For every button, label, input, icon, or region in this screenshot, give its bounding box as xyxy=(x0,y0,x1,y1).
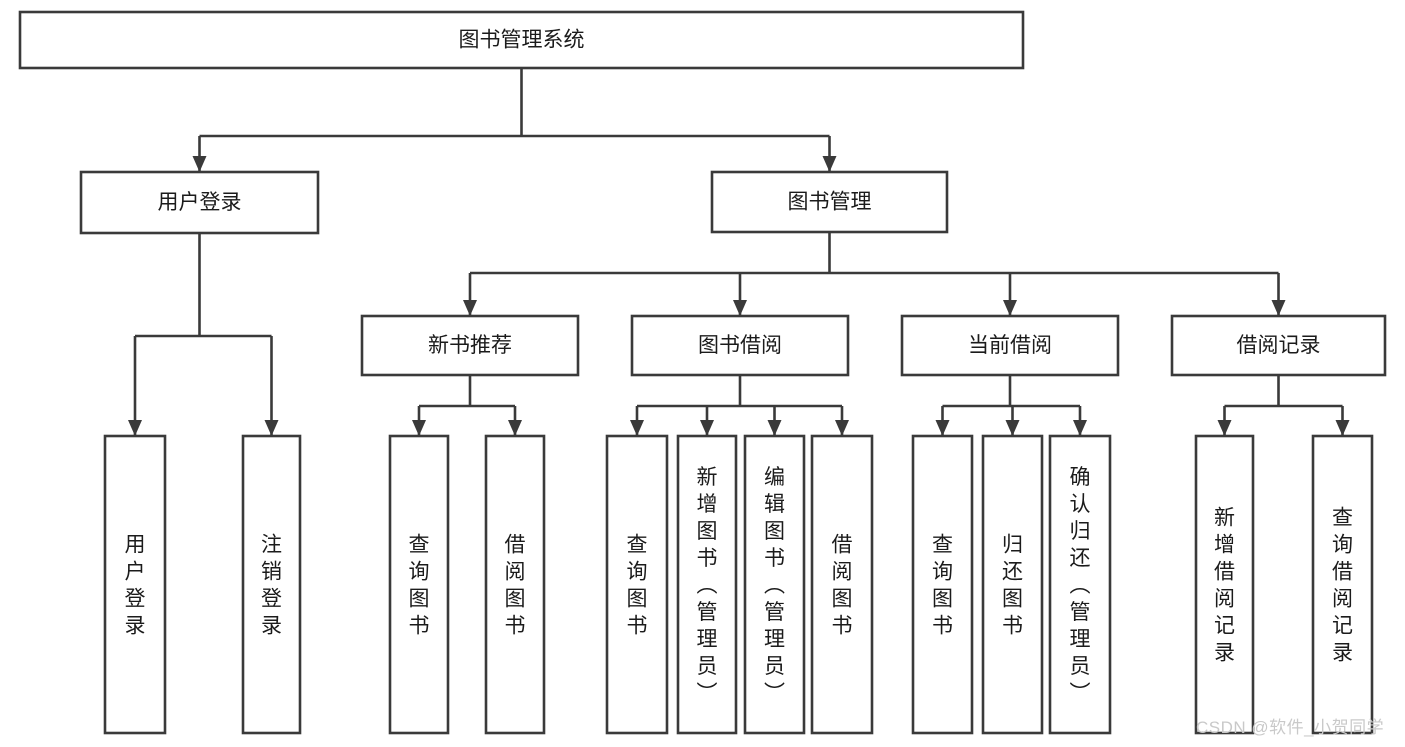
node-box xyxy=(710,170,949,234)
node-label: 确认归还︵管理员︶ xyxy=(1070,466,1091,705)
node-label: 查询借阅记录 xyxy=(1332,507,1353,665)
arrow-head-icon xyxy=(264,420,279,436)
arrow-head-icon xyxy=(630,420,644,436)
arrow-head-icon xyxy=(1003,300,1017,316)
node-box xyxy=(676,434,738,735)
arrow-head-icon xyxy=(412,420,426,436)
csdn-watermark: CSDN @软件_小贺同学 xyxy=(1196,718,1385,737)
leaf-node-leaf-edit-book-admin[interactable]: 编辑图书︵管理员︶ xyxy=(743,434,806,735)
leaf-node-leaf-borrow-book[interactable]: 借阅图书 xyxy=(810,434,874,735)
leaf-node-leaf-query-borrow-record[interactable]: 查询借阅记录 xyxy=(1311,434,1374,735)
node-label: 借阅图书 xyxy=(505,534,526,638)
node-box xyxy=(743,434,806,735)
node-label: 当前借阅 xyxy=(968,334,1052,357)
arrow-head-icon xyxy=(192,156,207,172)
node-root-root[interactable]: 图书管理系统 xyxy=(18,10,1025,70)
branch-root xyxy=(192,68,837,172)
branch-new-book-recommend xyxy=(412,375,522,436)
node-box xyxy=(1170,314,1387,377)
node-label: 图书借阅 xyxy=(698,334,782,357)
arrow-head-icon xyxy=(1271,300,1286,316)
node-box xyxy=(241,434,302,735)
node-box xyxy=(1194,434,1255,735)
node-current-borrow[interactable]: 当前借阅 xyxy=(900,314,1120,377)
node-label: 借阅记录 xyxy=(1237,334,1321,357)
leaf-node-leaf-logout-login[interactable]: 注销登录 xyxy=(241,434,302,735)
branch-current-borrow xyxy=(935,375,1087,436)
node-box xyxy=(630,314,850,377)
node-box xyxy=(360,314,580,377)
node-box xyxy=(18,10,1025,70)
node-label: 新增借阅记录 xyxy=(1214,507,1235,665)
node-label: 归还图书 xyxy=(1002,534,1023,638)
node-book-manage[interactable]: 图书管理 xyxy=(710,170,949,234)
arrow-head-icon xyxy=(1005,420,1020,436)
node-label: 新书推荐 xyxy=(428,334,512,357)
leaf-node-leaf-query-book-borrow[interactable]: 查询图书 xyxy=(605,434,669,735)
node-label: 用户登录 xyxy=(158,191,242,214)
arrow-head-icon xyxy=(1073,420,1087,436)
arrow-head-icon xyxy=(822,156,837,172)
arrow-head-icon xyxy=(935,420,950,436)
node-box xyxy=(103,434,167,735)
node-label: 注销登录 xyxy=(261,534,282,638)
arrow-head-icon xyxy=(463,300,477,316)
leaf-node-leaf-confirm-return-admin[interactable]: 确认归还︵管理员︶ xyxy=(1048,434,1112,735)
leaf-node-leaf-borrow-book-recommend[interactable]: 借阅图书 xyxy=(484,434,546,735)
node-box xyxy=(484,434,546,735)
node-label: 图书管理系统 xyxy=(459,29,585,52)
node-box xyxy=(1048,434,1112,735)
node-new-book-recommend[interactable]: 新书推荐 xyxy=(360,314,580,377)
connectors-layer xyxy=(128,68,1350,436)
node-label: 编辑图书︵管理员︶ xyxy=(764,466,785,705)
node-label: 查询图书 xyxy=(932,534,953,638)
arrow-head-icon xyxy=(835,420,849,436)
node-box xyxy=(911,434,974,735)
node-label: 用户登录 xyxy=(125,534,146,638)
node-box xyxy=(810,434,874,735)
node-book-borrow[interactable]: 图书借阅 xyxy=(630,314,850,377)
leaf-node-leaf-add-borrow-record[interactable]: 新增借阅记录 xyxy=(1194,434,1255,735)
node-label: 查询图书 xyxy=(409,534,430,638)
node-borrow-records[interactable]: 借阅记录 xyxy=(1170,314,1387,377)
node-box xyxy=(900,314,1120,377)
arrow-head-icon xyxy=(767,420,782,436)
arrow-head-icon xyxy=(700,420,714,436)
node-label: 借阅图书 xyxy=(832,534,853,638)
branch-book-borrow xyxy=(630,375,849,436)
arrow-head-icon xyxy=(128,420,142,436)
arrow-head-icon xyxy=(1217,420,1232,436)
node-user-login[interactable]: 用户登录 xyxy=(79,170,320,235)
node-box xyxy=(79,170,320,235)
branch-user-login xyxy=(128,233,279,436)
leaf-node-leaf-query-book-current[interactable]: 查询图书 xyxy=(911,434,974,735)
node-box xyxy=(605,434,669,735)
branch-book-manage xyxy=(463,232,1286,316)
node-label: 图书管理 xyxy=(788,191,872,214)
leaf-node-leaf-user-login[interactable]: 用户登录 xyxy=(103,434,167,735)
leaf-node-leaf-return-book[interactable]: 归还图书 xyxy=(981,434,1044,735)
arrow-head-icon xyxy=(1335,420,1350,436)
node-box xyxy=(1311,434,1374,735)
arrow-head-icon xyxy=(508,420,522,436)
nodes-layer: 图书管理系统用户登录图书管理新书推荐图书借阅当前借阅借阅记录用户登录注销登录查询… xyxy=(18,10,1387,735)
branch-borrow-records xyxy=(1217,375,1350,436)
node-box xyxy=(388,434,450,735)
node-box xyxy=(981,434,1044,735)
node-label: 新增图书︵管理员︶ xyxy=(697,466,718,705)
arrow-head-icon xyxy=(733,300,747,316)
leaf-node-leaf-add-book-admin[interactable]: 新增图书︵管理员︶ xyxy=(676,434,738,735)
leaf-node-leaf-query-book-recommend[interactable]: 查询图书 xyxy=(388,434,450,735)
node-label: 查询图书 xyxy=(627,534,648,638)
